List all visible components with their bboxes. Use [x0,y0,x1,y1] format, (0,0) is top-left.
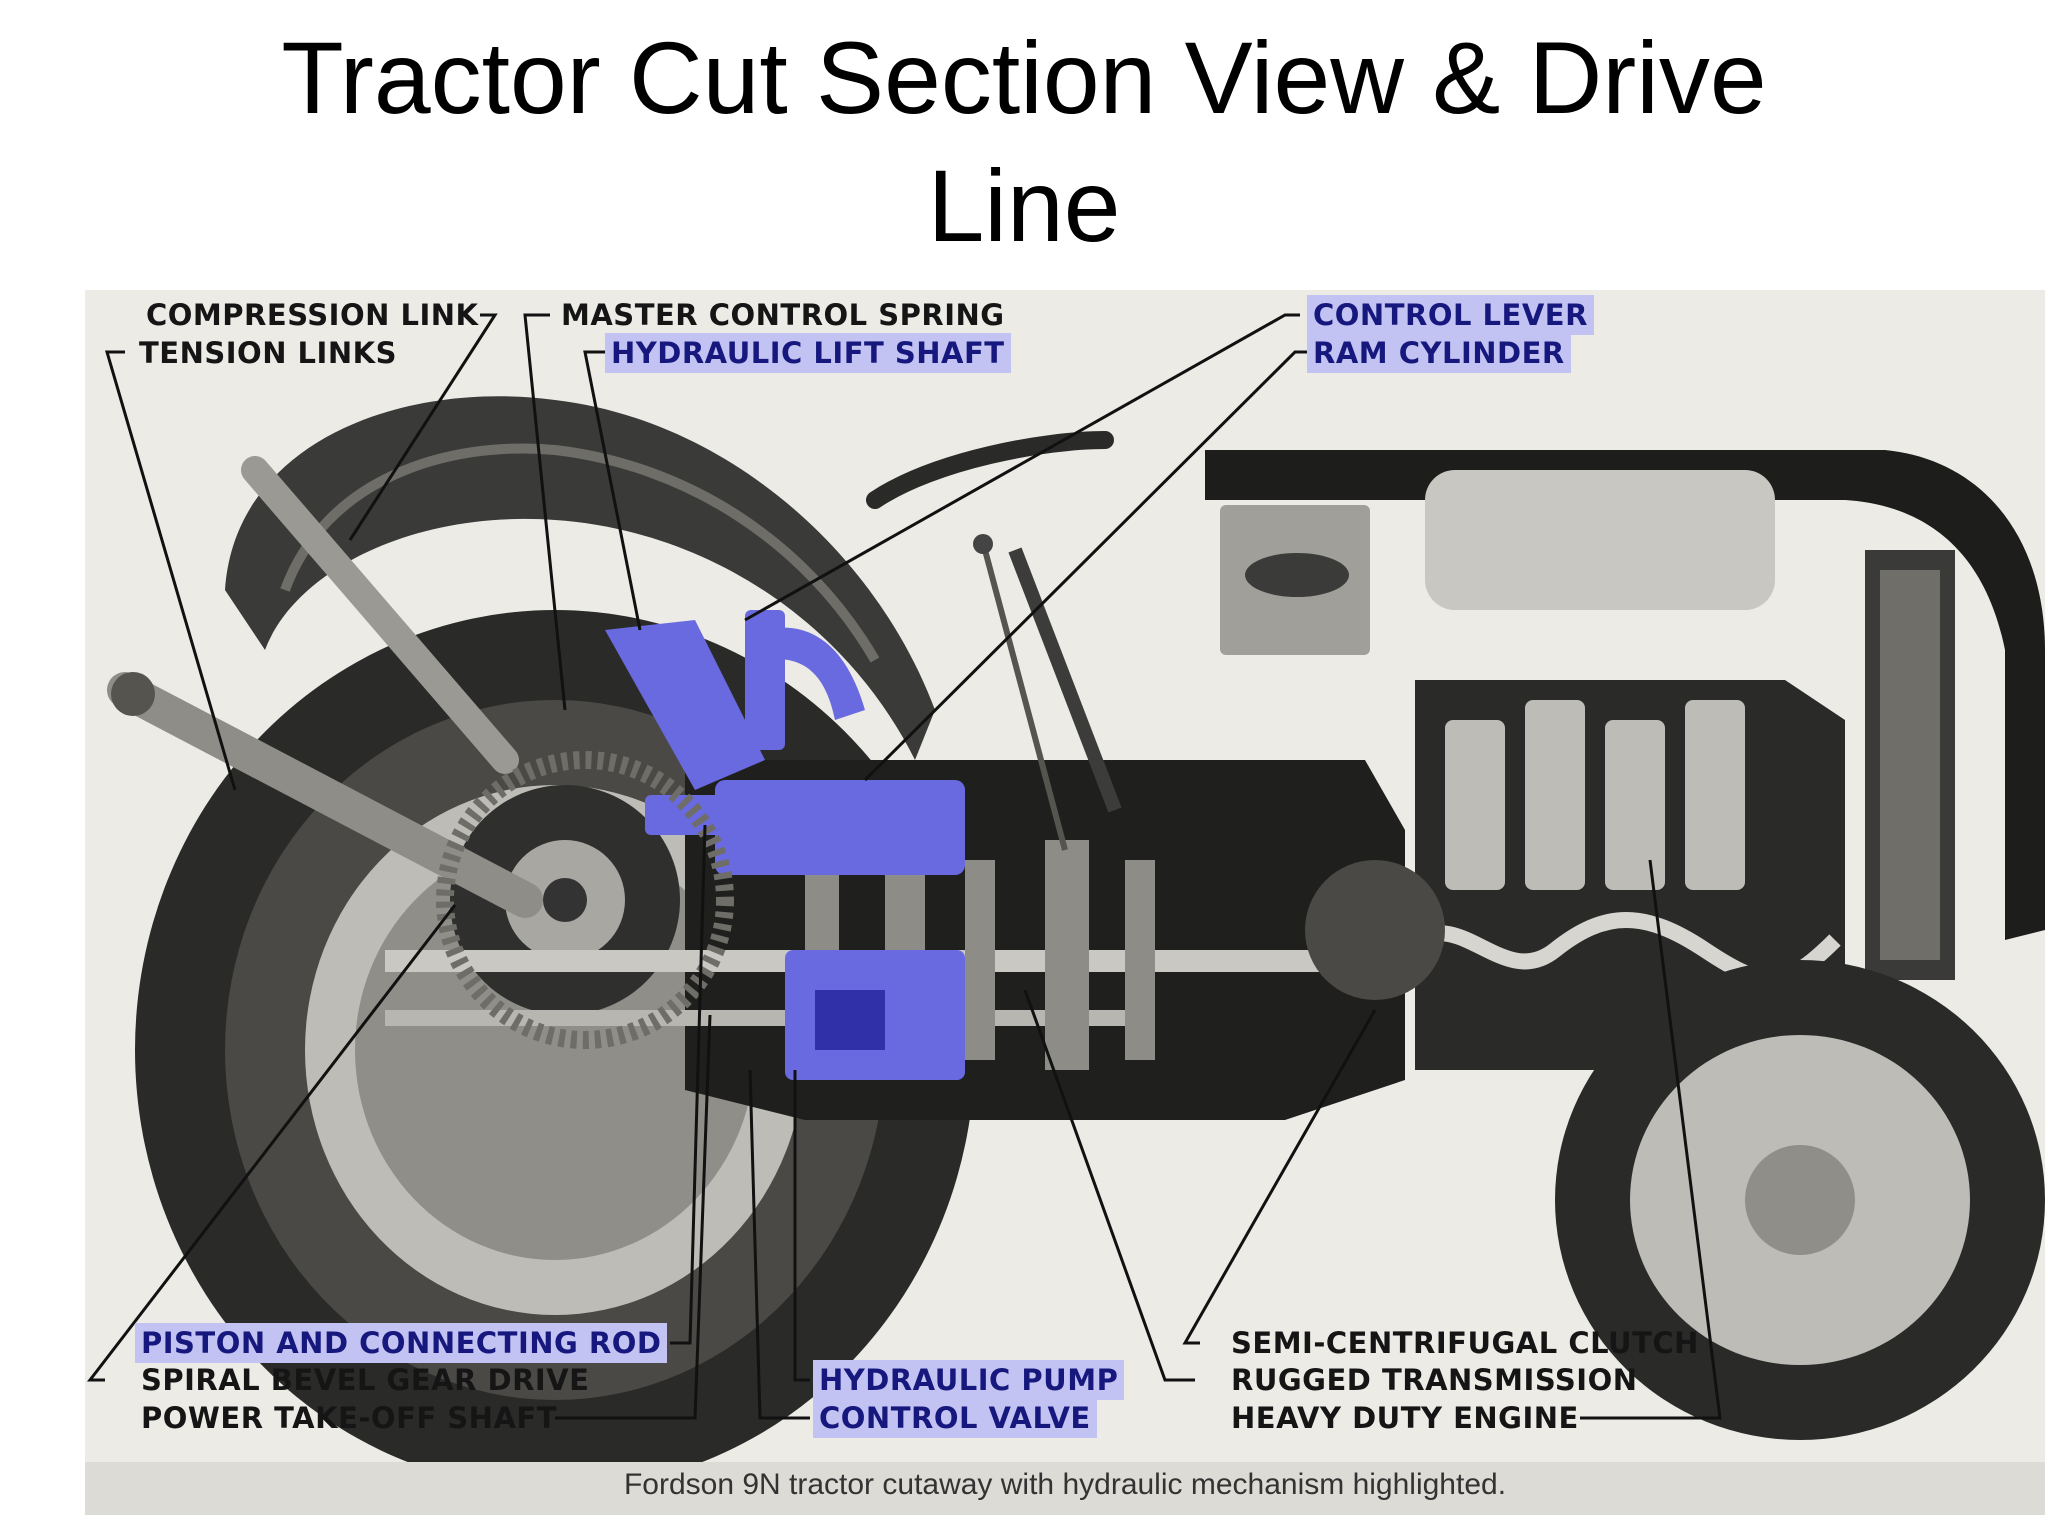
leader-heavy-duty-engine [1580,859,1722,1420]
label-master-control-spring: MASTER CONTROL SPRING [561,298,1005,332]
label-rugged-transmission: RUGGED TRANSMISSION [1231,1363,1638,1397]
tractor-cutaway-illustration [85,290,2045,1515]
leader-semi-centrifugal-clutch [1182,1009,1377,1345]
label-hydraulic-pump: HYDRAULIC PUMP [813,1360,1125,1400]
slide-title-line-1: Tractor Cut Section View & Drive [281,21,1767,135]
steering-wheel [866,431,1114,509]
leader-master-control-spring [523,313,567,711]
label-semi-centrifugal-clutch: SEMI-CENTRIFUGAL CLUTCH [1231,1326,1699,1360]
clutch-housing [1305,860,1445,1000]
leader-pto-shaft [555,1014,712,1420]
leader-rugged-transmission [1023,989,1195,1382]
ford-badge [1245,553,1349,597]
leader-hydraulic-lift-shaft [583,350,642,631]
control-valve-part [815,990,885,1050]
leader-compression-link [348,313,498,541]
figure-caption: Fordson 9N tractor cutaway with hydrauli… [623,1468,1507,1501]
tractor-cutaway-figure: COMPRESSION LINK TENSION LINKS MASTER CO… [85,290,2045,1515]
hydraulic-lift-arm [605,620,765,790]
leader-spiral-bevel-gear [86,904,457,1382]
compression-link-bar [241,456,519,774]
label-control-lever: CONTROL LEVER [1307,295,1594,335]
callout-leaders [86,313,1722,1420]
leader-tension-links [104,350,237,791]
label-spiral-bevel-gear-drive: SPIRAL BEVEL GEAR DRIVE [141,1363,590,1397]
gear-lever [982,549,1068,851]
label-tension-links: TENSION LINKS [139,336,397,370]
control-lever-handle [765,627,865,720]
label-control-valve: CONTROL VALVE [813,1398,1097,1438]
fender-highlight [280,443,880,663]
leader-ram-cylinder [863,350,1310,782]
slide-title: Tractor Cut Section View & Drive Line [0,14,2048,270]
hood [1205,450,2045,940]
hydraulic-mechanism [605,610,965,1080]
fuel-tank [1425,470,1775,610]
steering-column [1008,547,1122,813]
label-hydraulic-lift-shaft: HYDRAULIC LIFT SHAFT [605,333,1011,373]
front-hub [1745,1145,1855,1255]
label-compression-link: COMPRESSION LINK [146,298,479,332]
label-power-take-off-shaft: POWER TAKE-OFF SHAFT [141,1401,557,1435]
bevel-gear [436,751,734,1049]
ram-cylinder-part [715,780,965,875]
pto-shaft [385,1010,1145,1026]
label-piston-and-connecting-rod: PISTON AND CONNECTING ROD [135,1323,668,1363]
leader-hydraulic-pump [793,1070,810,1382]
leader-piston-rod [670,824,707,1345]
rear-hub-axle [543,878,587,922]
label-ram-cylinder: RAM CYLINDER [1307,333,1571,373]
rear-fender [225,396,935,760]
label-heavy-duty-engine: HEAVY DUTY ENGINE [1231,1401,1579,1435]
slide-title-line-2: Line [927,149,1121,263]
caption-bar [85,1462,2045,1515]
tension-link-bar [107,672,543,918]
gear-lever-knob [973,534,993,554]
link-end-pin [111,672,155,716]
leader-control-valve [748,1069,810,1420]
engine-cylinders [1445,700,1745,890]
leader-control-lever [744,313,1300,622]
radiator-core [1880,570,1940,960]
